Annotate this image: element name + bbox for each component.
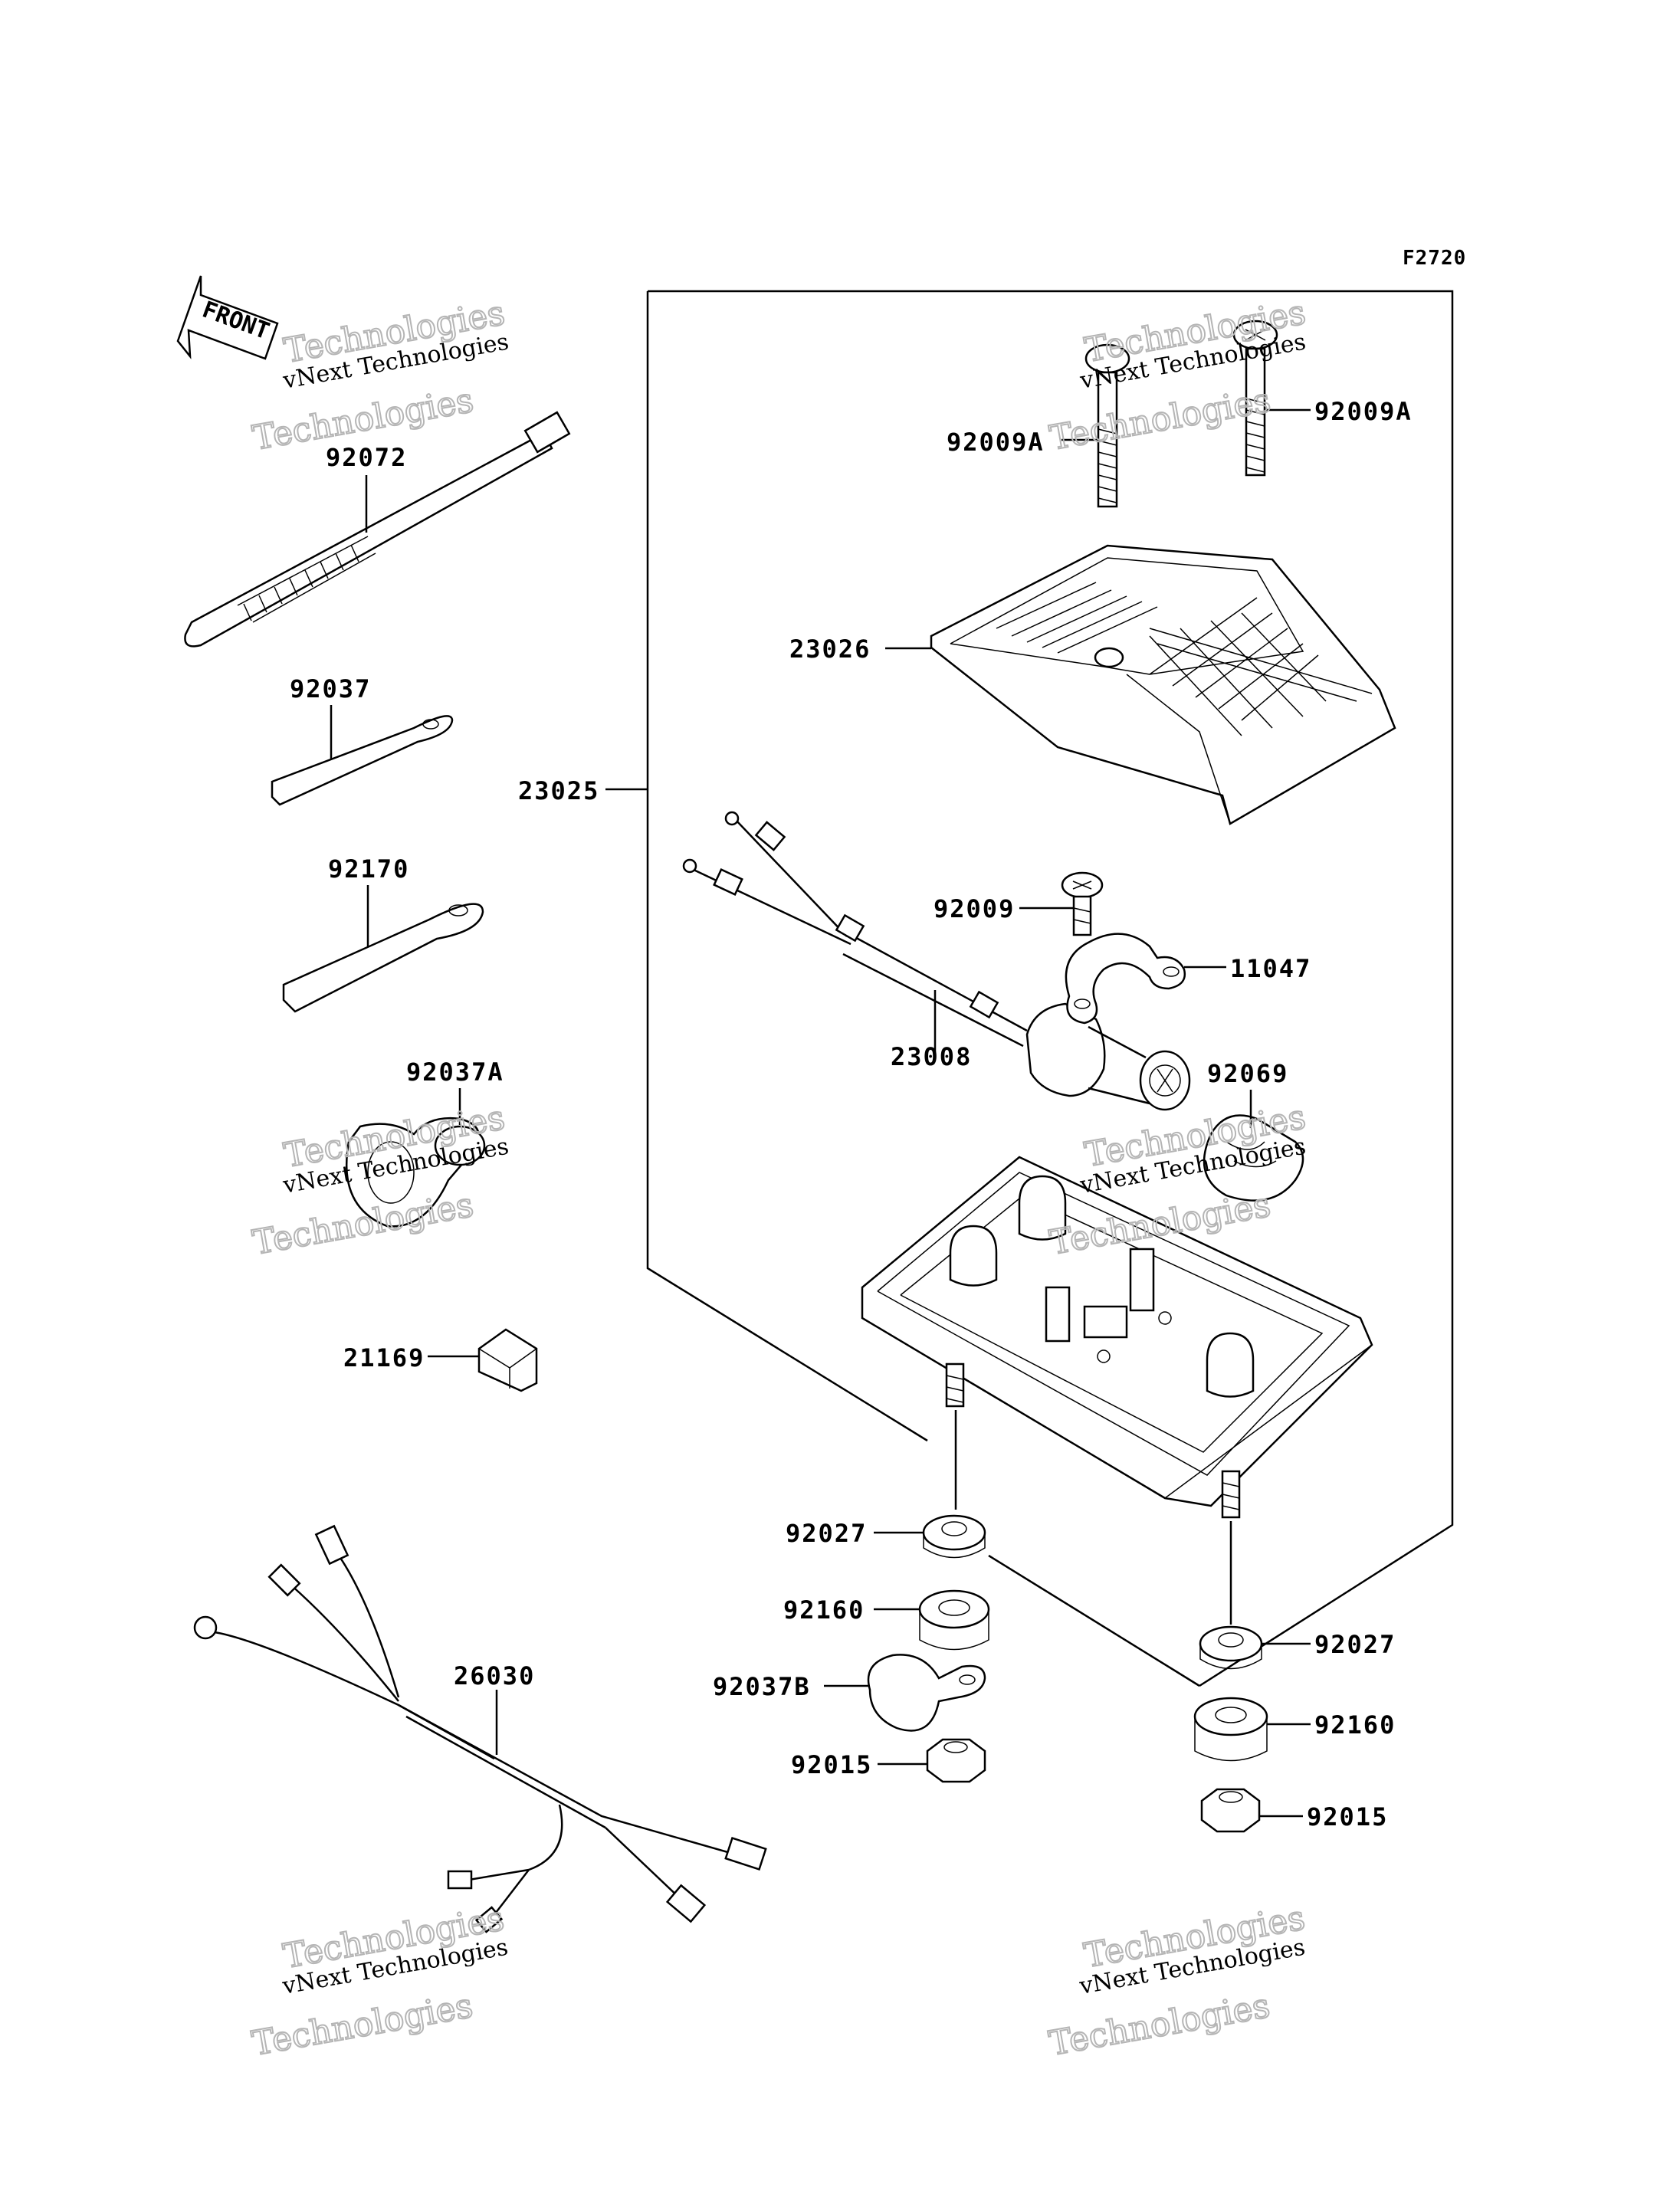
watermark-2-line2: Technologies bbox=[1047, 381, 1274, 458]
label-26030: 26030 bbox=[454, 1661, 535, 1690]
watermark-6: Technologies vNext Technologies Technolo… bbox=[1045, 1897, 1308, 2064]
label-92037: 92037 bbox=[290, 674, 371, 703]
part-21169-clip bbox=[428, 1328, 538, 1392]
part-housing-base bbox=[861, 1156, 1373, 1625]
label-92069: 92069 bbox=[1207, 1059, 1288, 1088]
front-arrow-icon: FRONT bbox=[176, 275, 279, 360]
part-26030-harness bbox=[193, 1524, 767, 1933]
label-92037A: 92037A bbox=[406, 1058, 504, 1087]
part-92015-nut-right bbox=[1200, 1788, 1303, 1833]
part-92037-strip bbox=[271, 705, 454, 806]
label-92009A-left: 92009A bbox=[947, 428, 1045, 457]
label-21169: 21169 bbox=[343, 1343, 425, 1372]
label-92027-left: 92027 bbox=[786, 1519, 867, 1548]
part-11047-clamp bbox=[1065, 933, 1226, 1025]
part-92015-nut-left bbox=[878, 1738, 986, 1783]
part-92069-bulb bbox=[1203, 1090, 1304, 1202]
watermark-1: Technologies vNext Technologies Technolo… bbox=[249, 293, 511, 459]
figure-id: F2720 bbox=[1403, 247, 1466, 270]
part-92072-cable-tie bbox=[184, 411, 571, 648]
label-92072: 92072 bbox=[326, 443, 407, 472]
label-92170: 92170 bbox=[328, 854, 409, 884]
part-92170-strip bbox=[282, 885, 484, 1013]
label-92160-right: 92160 bbox=[1314, 1710, 1396, 1740]
part-92037A-clamp bbox=[346, 1088, 486, 1228]
watermark-5-line2: Technologies bbox=[249, 1986, 476, 2064]
part-23008-socket-harness bbox=[682, 811, 1191, 1111]
label-23025: 23025 bbox=[518, 776, 599, 805]
part-92160-grommet-left bbox=[874, 1589, 990, 1651]
part-92027-washer-left bbox=[874, 1514, 986, 1559]
label-11047: 11047 bbox=[1230, 954, 1311, 983]
part-23026-lens-cover bbox=[885, 544, 1396, 825]
label-23008: 23008 bbox=[891, 1042, 972, 1071]
part-92009A-screw-right bbox=[1232, 320, 1278, 477]
label-23026: 23026 bbox=[789, 635, 871, 664]
label-92027-right: 92027 bbox=[1314, 1630, 1396, 1659]
part-92009A-screw-left bbox=[1084, 343, 1130, 508]
label-92015-right: 92015 bbox=[1307, 1802, 1388, 1831]
label-92160-left: 92160 bbox=[783, 1595, 865, 1625]
watermark-3: Technologies vNext Technologies Technolo… bbox=[249, 1097, 511, 1264]
assembly-outline bbox=[646, 290, 1454, 1687]
label-92009: 92009 bbox=[934, 894, 1015, 923]
part-92009-screw bbox=[1019, 871, 1104, 936]
label-92009A-right: 92009A bbox=[1314, 397, 1413, 426]
watermark-6-line2: Technologies bbox=[1046, 1986, 1273, 2064]
watermark-5: Technologies vNext Technologies Technolo… bbox=[248, 1898, 510, 2064]
watermark-2: Technologies vNext Technologies Technolo… bbox=[1046, 292, 1309, 458]
label-92015-left: 92015 bbox=[791, 1750, 872, 1779]
part-92160-grommet-right bbox=[1193, 1697, 1311, 1762]
label-92037B: 92037B bbox=[713, 1672, 811, 1701]
part-92037B-clamp bbox=[824, 1654, 986, 1732]
part-92027-washer-right bbox=[1199, 1625, 1311, 1670]
